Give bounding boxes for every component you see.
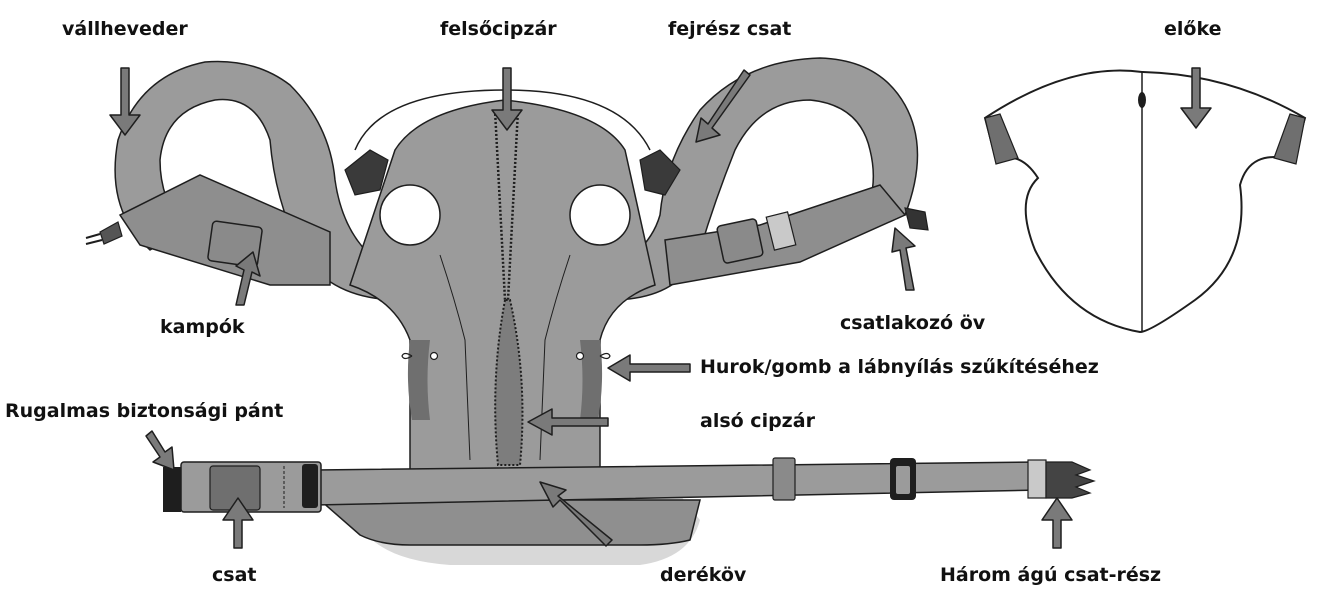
label-bib: előke	[1164, 20, 1221, 39]
label-top-zipper: felsőcipzár	[440, 20, 557, 39]
three-prong-buckle	[1046, 462, 1094, 498]
bib-zip-pull	[1138, 92, 1146, 108]
right-leg-snap	[577, 353, 584, 360]
bib-shape	[985, 70, 1305, 332]
body-left-dark-edge	[408, 340, 430, 420]
belt-end-piece	[1028, 460, 1046, 498]
belt-keeper-1	[773, 458, 795, 500]
waist-pad	[320, 500, 700, 545]
label-shoulder-strap: vállheveder	[62, 20, 188, 39]
elastic-strap-end	[163, 467, 181, 512]
label-hooks: kampók	[160, 318, 245, 337]
label-connector-belt: csatlakozó öv	[840, 314, 985, 333]
label-waist-belt: deréköv	[660, 566, 746, 585]
buckle-latch	[302, 464, 318, 508]
arrow-leg-loop	[608, 355, 690, 381]
right-strap-keeper	[716, 218, 763, 263]
arrow-elastic-strap	[146, 431, 174, 470]
left-hook-end	[100, 222, 122, 244]
arrow-connector-belt	[892, 228, 915, 290]
belt-slider-inner	[896, 466, 910, 494]
right-connector-buckle	[905, 208, 928, 230]
left-hook-prongs	[86, 234, 102, 244]
body-right-dark-edge	[580, 340, 602, 420]
left-armhole	[380, 185, 440, 245]
label-buckle: csat	[212, 566, 256, 585]
label-leg-loop: Hurok/gomb a lábnyílás szűkítéséhez	[700, 358, 1099, 377]
label-elastic-strap: Rugalmas biztonsági pánt	[5, 402, 283, 421]
label-three-prong: Három ágú csat-rész	[940, 566, 1161, 585]
label-lower-zipper: alsó cipzár	[700, 412, 815, 431]
arrow-three-prong	[1042, 498, 1072, 548]
left-leg-snap	[431, 353, 438, 360]
right-armhole	[570, 185, 630, 245]
label-head-buckle: fejrész csat	[668, 20, 791, 39]
